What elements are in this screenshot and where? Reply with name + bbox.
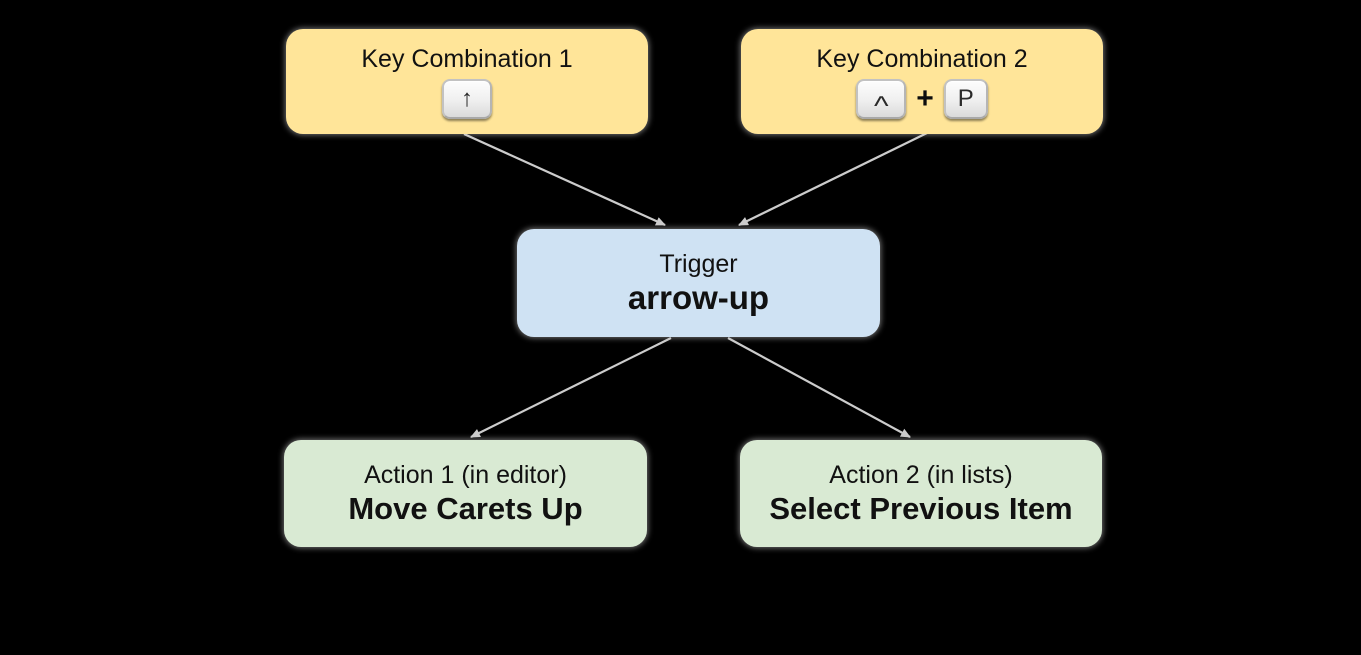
trigger-subtitle: Trigger <box>659 250 738 278</box>
edge-key-combination-1-to-trigger <box>463 132 666 227</box>
control-key-icon: ^ <box>856 79 907 121</box>
node-trigger: Trigger arrow-up <box>517 229 880 337</box>
node-action-1: Action 1 (in editor) Move Carets Up <box>284 440 647 547</box>
edge-trigger-to-action-2 <box>727 337 911 438</box>
plus-separator: + <box>916 82 934 115</box>
key-combination-2-keys: ^ + P <box>856 79 988 121</box>
action-1-name: Move Carets Up <box>348 490 583 526</box>
key-combination-1-keys: ↑ <box>442 79 492 119</box>
action-2-subtitle: Action 2 (in lists) <box>829 460 1013 489</box>
edge-key-combination-2-to-trigger <box>738 132 928 226</box>
action-1-subtitle: Action 1 (in editor) <box>364 460 567 489</box>
action-2-name: Select Previous Item <box>769 490 1073 526</box>
edge-trigger-to-action-1 <box>470 337 672 438</box>
p-key-icon: P <box>943 79 988 119</box>
up-arrow-key-icon: ↑ <box>442 79 492 119</box>
trigger-name: arrow-up <box>627 279 770 316</box>
node-action-2: Action 2 (in lists) Select Previous Item <box>740 440 1102 547</box>
node-key-combination-1: Key Combination 1 ↑ <box>286 29 648 134</box>
key-combination-1-title: Key Combination 1 <box>361 45 573 73</box>
up-arrow-glyph: ↑ <box>461 85 473 112</box>
key-combination-2-title: Key Combination 2 <box>816 45 1028 73</box>
p-glyph: P <box>957 85 974 112</box>
caret-glyph: ^ <box>873 90 889 121</box>
node-key-combination-2: Key Combination 2 ^ + P <box>741 29 1103 134</box>
